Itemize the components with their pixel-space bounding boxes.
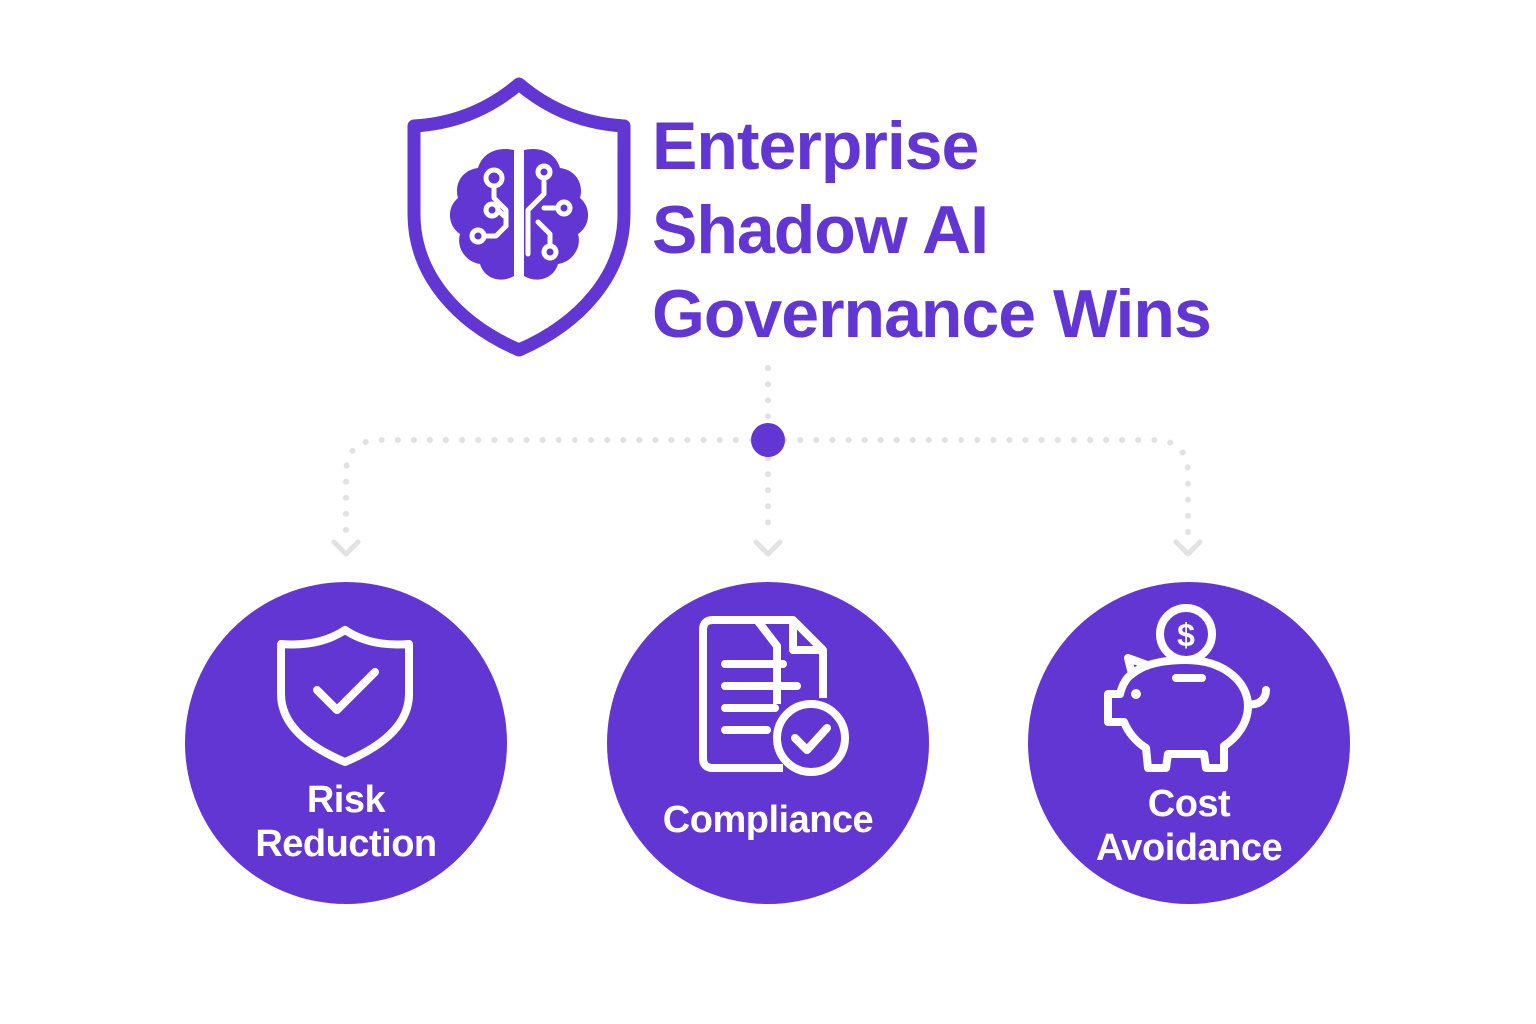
- node-label-line: Reduction: [255, 823, 437, 865]
- hub-dot: [751, 423, 785, 457]
- title-line-1: Enterprise: [652, 108, 979, 184]
- node-label-line: Cost: [1147, 783, 1231, 825]
- node-cost-avoidance: $ Cost Avoidance: [1028, 582, 1350, 904]
- document-check-icon: [699, 616, 849, 776]
- node-compliance: Compliance: [607, 582, 929, 904]
- node-label: Compliance: [607, 798, 929, 842]
- dollar-sign-glyph: $: [1177, 617, 1195, 653]
- shield-brain-circuit-icon: [407, 77, 631, 357]
- connector-hub-to-left: [343, 437, 755, 537]
- diagram-title: Enterprise Shadow AI Governance Wins: [652, 104, 1292, 356]
- node-label-line: Compliance: [662, 799, 874, 841]
- shield-check-icon: [277, 626, 413, 766]
- node-label: Risk Reduction: [185, 778, 507, 866]
- title-line-2: Shadow AI: [652, 192, 989, 268]
- piggy-bank-dollar-icon: $: [1104, 604, 1270, 772]
- connector-hub-to-right: [781, 437, 1191, 537]
- title-line-3: Governance Wins: [652, 276, 1212, 352]
- arrowhead-center: [753, 539, 783, 557]
- node-risk-reduction: Risk Reduction: [185, 582, 507, 904]
- node-label-line: Avoidance: [1095, 827, 1283, 869]
- node-label: Cost Avoidance: [1028, 782, 1350, 870]
- arrowhead-left: [331, 539, 361, 557]
- node-label-line: Risk: [306, 779, 386, 821]
- arrowhead-right: [1173, 539, 1203, 557]
